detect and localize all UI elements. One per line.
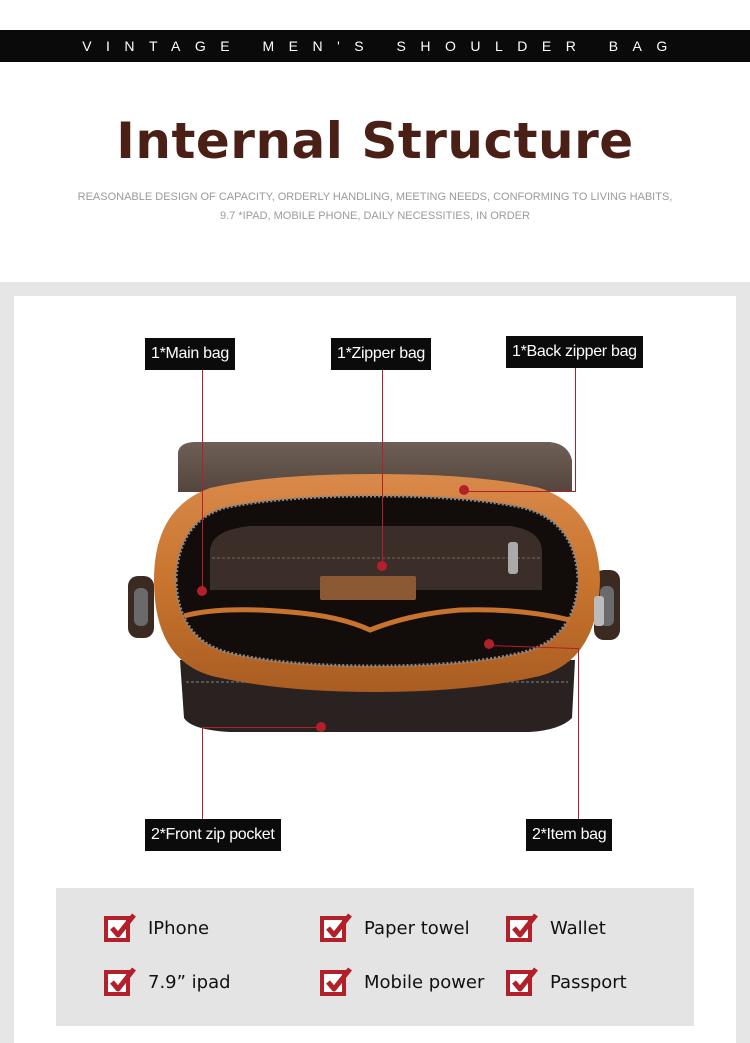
callout-zipper-bag: 1*Zipper bag [331, 338, 432, 370]
check-item-iphone: IPhone [104, 910, 209, 946]
check-label: Mobile power [364, 971, 485, 993]
leader-back-zipper-v [575, 368, 576, 492]
checkbox-check-icon [104, 913, 136, 942]
callout-main-bag: 1*Main bag [145, 338, 235, 370]
pointer-dot-back-zipper [459, 485, 469, 495]
callout-front-zip-pocket: 2*Front zip pocket [145, 819, 281, 851]
check-item-passport: Passport [506, 964, 627, 1000]
check-label: Wallet [550, 917, 606, 939]
subtitle-line-2: 9.7 *IPAD, MOBILE PHONE, DAILY NECESSITI… [220, 210, 530, 222]
leader-front-zip-h [202, 727, 320, 728]
pointer-dot-item-bag [484, 639, 494, 649]
leader-zipper-bag [382, 370, 383, 566]
checkbox-check-icon [320, 967, 352, 996]
checkbox-check-icon [104, 967, 136, 996]
checkbox-check-icon [320, 913, 352, 942]
fits-checklist: IPhone Paper towel Wallet 7.9” ipad Mobi… [56, 888, 694, 1026]
checkbox-check-icon [506, 967, 538, 996]
check-item-mobile-power: Mobile power [320, 964, 484, 1000]
check-item-paper-towel: Paper towel [320, 910, 470, 946]
page-title: Internal Structure [116, 112, 634, 170]
check-label: IPhone [148, 917, 210, 939]
leader-front-zip-v [202, 727, 203, 819]
check-label: 7.9” ipad [148, 971, 231, 993]
callout-back-zipper-bag: 1*Back zipper bag [506, 336, 643, 368]
check-label: Paper towel [364, 917, 470, 939]
subtitle-line-1: REASONABLE DESIGN OF CAPACITY, ORDERLY H… [77, 191, 673, 203]
checkbox-check-icon [506, 913, 538, 942]
top-banner: VINTAGE MEN'S SHOULDER BAG [0, 30, 750, 62]
item-pocket [183, 607, 571, 633]
callout-item-bag: 2*Item bag [526, 819, 613, 851]
leader-item-bag-v [578, 648, 579, 820]
leader-back-zipper-h [464, 491, 576, 492]
zipper-tab [320, 576, 416, 600]
check-label: Passport [550, 971, 627, 993]
check-item-wallet: Wallet [506, 910, 606, 946]
pointer-dot-front-zip [316, 722, 326, 732]
check-item-ipad: 7.9” ipad [104, 964, 231, 1000]
pointer-dot-main-bag [197, 586, 207, 596]
bag-illustration [128, 442, 620, 732]
pointer-dot-zipper-bag [377, 561, 387, 571]
leader-main-bag [202, 370, 203, 590]
page-subtitle: REASONABLE DESIGN OF CAPACITY, ORDERLY H… [0, 188, 750, 226]
